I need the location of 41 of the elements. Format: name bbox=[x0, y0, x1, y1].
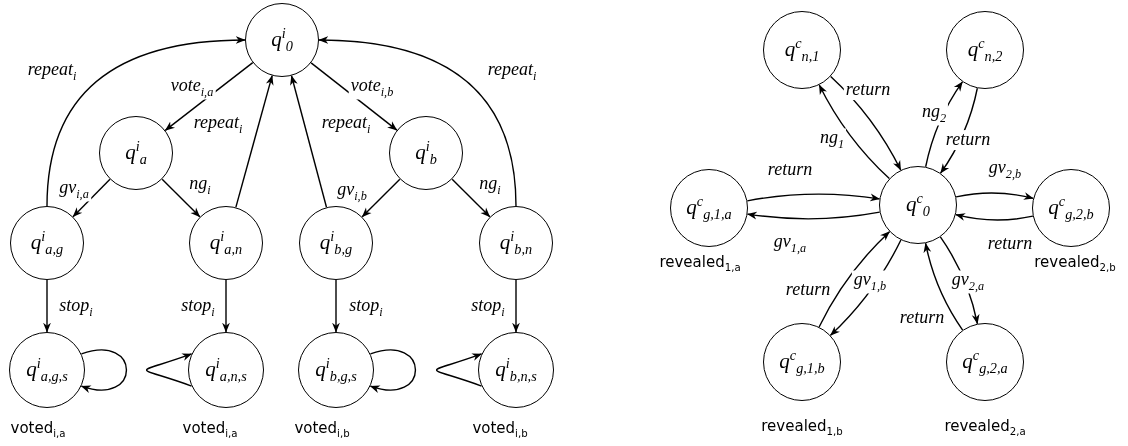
transition-arrow bbox=[164, 61, 254, 132]
transition-arrow bbox=[369, 349, 417, 393]
state-caption: revealed$_{1,a}$ bbox=[659, 254, 741, 274]
edge-label: gv$_{1,b}$ bbox=[851, 270, 889, 294]
transition-arrow bbox=[161, 178, 201, 218]
transition-arrow bbox=[222, 279, 230, 333]
transition-arrow bbox=[955, 213, 1034, 221]
state-caption: revealed$_{1,b}$ bbox=[761, 418, 843, 438]
transition-arrow bbox=[290, 75, 328, 208]
transition-arrow bbox=[955, 192, 1034, 200]
transition-arrow bbox=[923, 242, 964, 331]
transition-arrow bbox=[332, 279, 340, 333]
transition-arrow bbox=[145, 353, 193, 387]
transition-arrow bbox=[829, 75, 902, 171]
transition-arrow bbox=[818, 230, 891, 328]
state-caption: voted$_{i,a}$ bbox=[10, 420, 66, 440]
state-circle bbox=[879, 166, 957, 244]
transition-arrow bbox=[746, 211, 881, 220]
state-circle bbox=[99, 116, 173, 190]
state-caption: revealed$_{2,b}$ bbox=[1034, 254, 1116, 274]
transition-arrow bbox=[512, 279, 520, 333]
state-caption: voted$_{i,b}$ bbox=[472, 420, 528, 440]
state-caption: voted$_{i,b}$ bbox=[294, 420, 350, 440]
transition-arrow bbox=[310, 62, 398, 131]
transition-arrow bbox=[361, 178, 401, 218]
transition-arrow bbox=[435, 353, 483, 387]
edge-label: return bbox=[943, 130, 993, 150]
state-circle bbox=[389, 116, 463, 190]
state-caption: voted$_{i,a}$ bbox=[182, 420, 238, 440]
edge-label: gv$_{2,a}$ bbox=[949, 270, 987, 294]
transition-arrow bbox=[46, 36, 246, 207]
transition-arrow bbox=[451, 178, 491, 218]
edge-label: ng$_{2}$ bbox=[919, 102, 949, 126]
transition-arrow bbox=[80, 349, 128, 393]
transition-arrow bbox=[72, 178, 111, 218]
transition-arrow bbox=[43, 279, 51, 333]
transition-arrow bbox=[318, 36, 517, 207]
transition-arrow bbox=[235, 74, 274, 209]
transition-arrow bbox=[746, 193, 881, 202]
transition-arrow bbox=[818, 84, 891, 180]
state-caption: revealed$_{2,a}$ bbox=[944, 418, 1026, 438]
